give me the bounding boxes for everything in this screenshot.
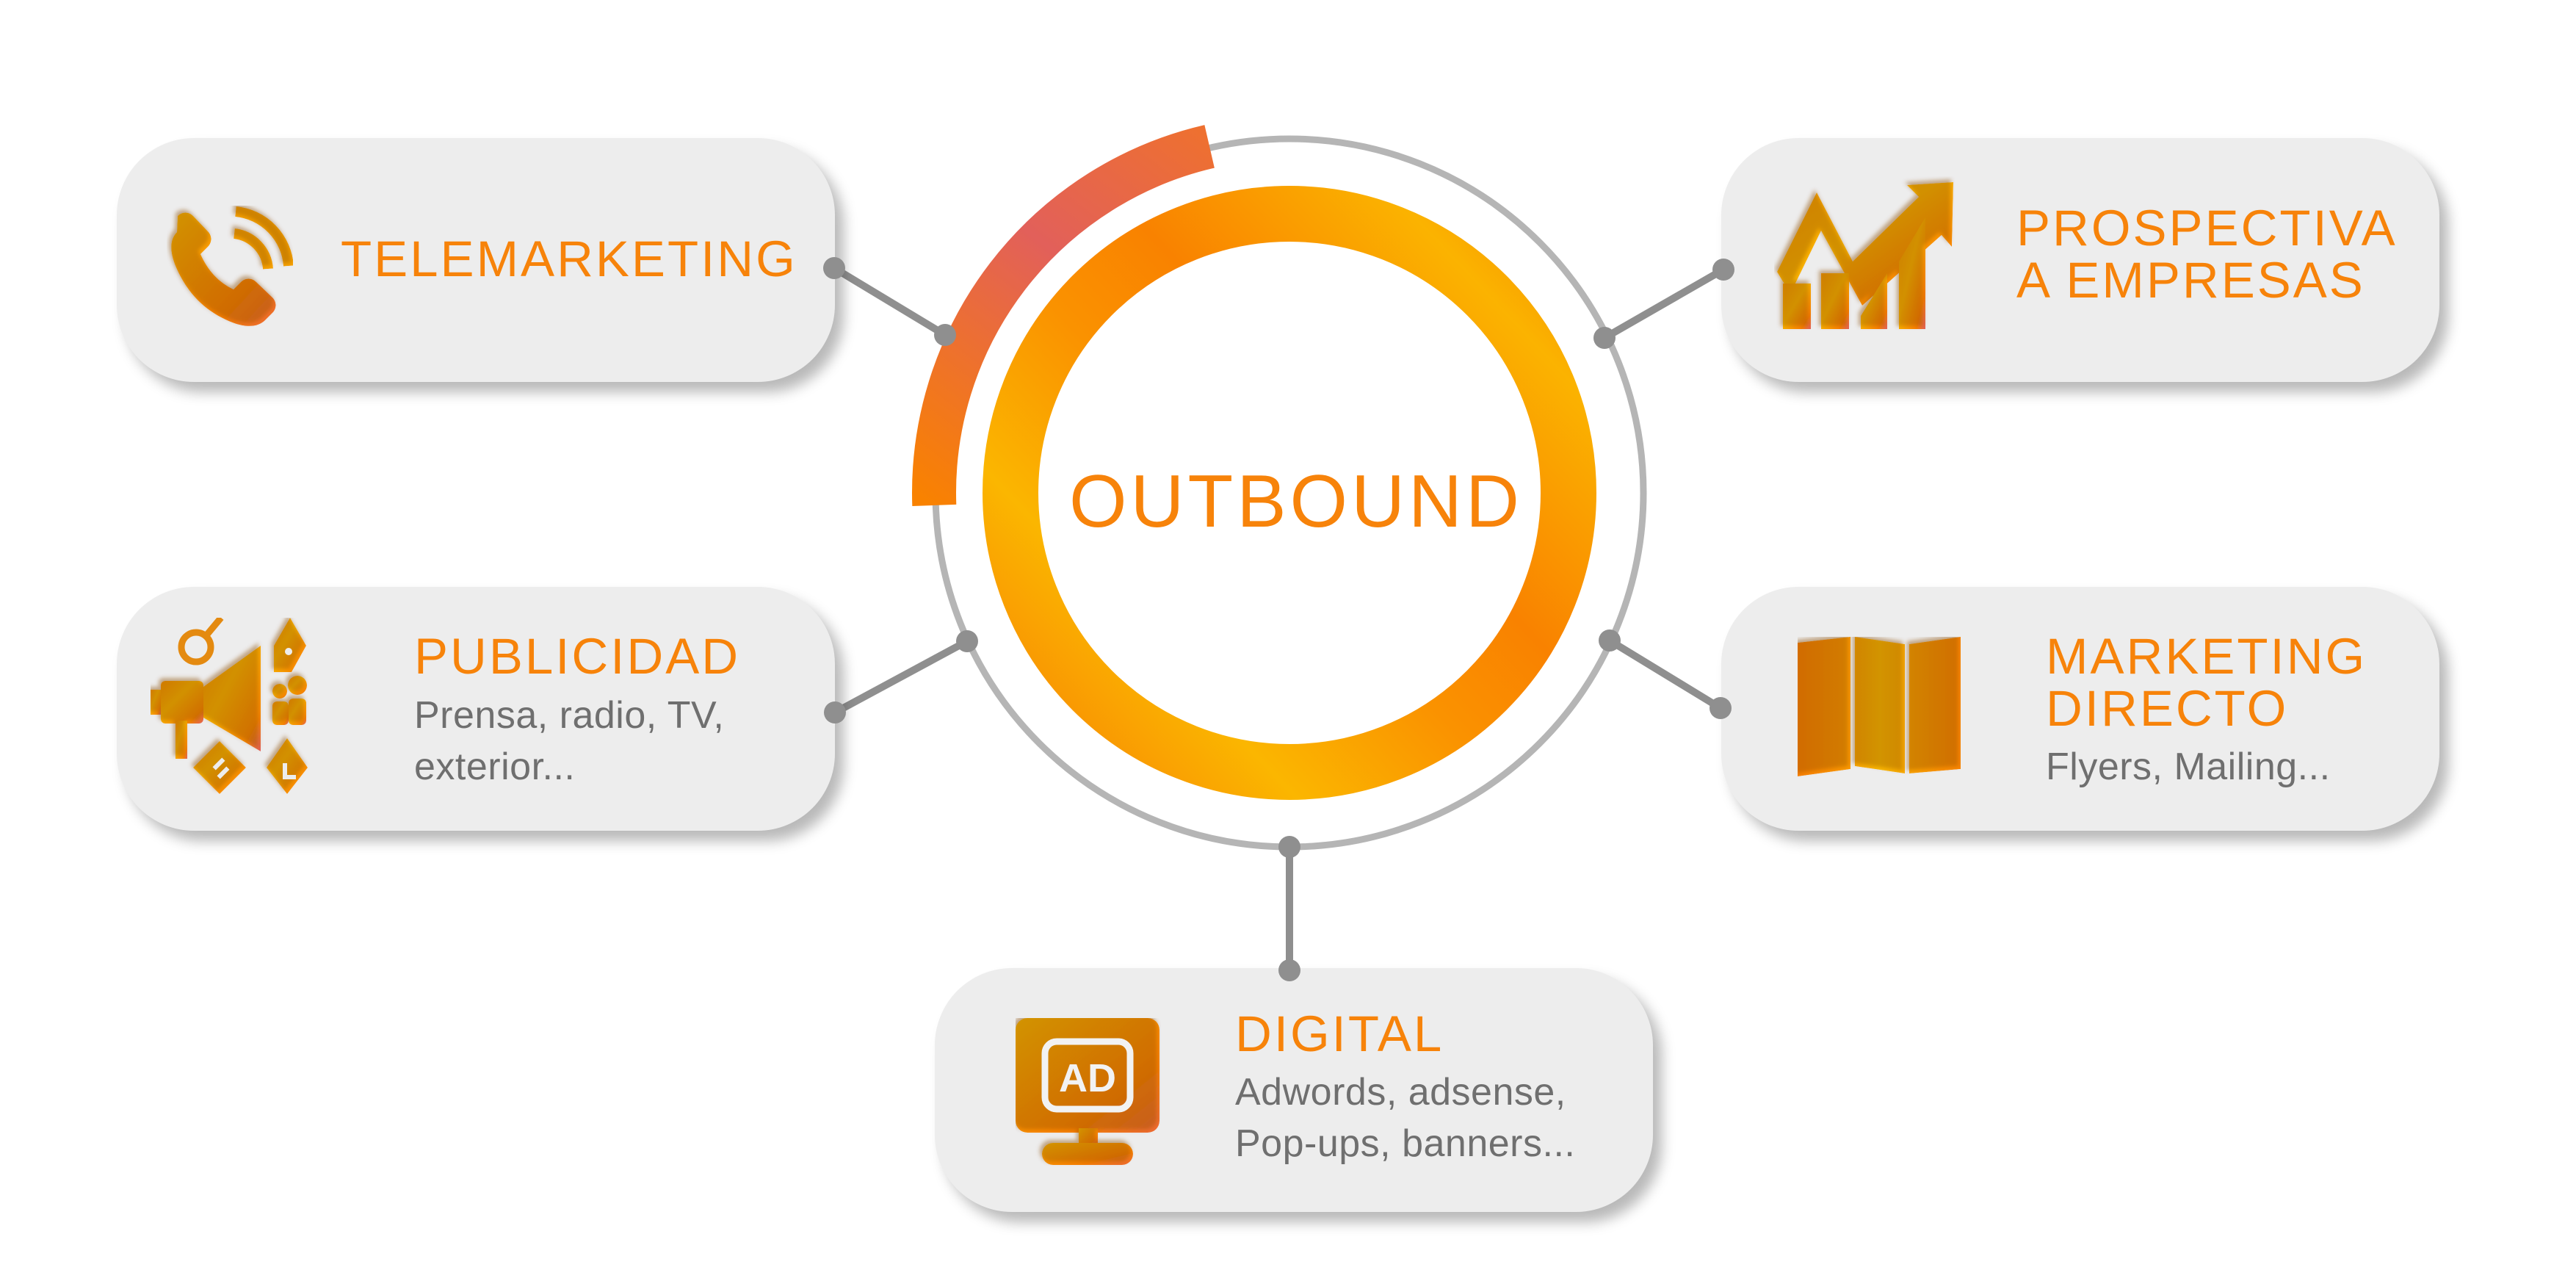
ring-dot-publicidad (956, 630, 978, 652)
channel-title-line-2: A EMPRESAS (2016, 252, 2365, 308)
connector-telemarketing (832, 264, 947, 339)
channel-card-marketing-directo[interactable]: MARKETING DIRECTO Flyers, Mailing... (1721, 587, 2439, 831)
ad-badge (1041, 1038, 1134, 1113)
phone-icon (171, 206, 293, 326)
connectors (832, 264, 1726, 970)
folded-flyer-icon (1798, 637, 1961, 776)
channel-subtitle-line-2: exterior... (414, 746, 576, 788)
ad-badge-text: AD (1059, 1056, 1116, 1100)
ring-dot-marketing-directo (1599, 629, 1621, 652)
connector-publicidad (833, 638, 969, 716)
megaphone-icon (151, 618, 308, 794)
connector-marketing-directo (1607, 637, 1723, 712)
channel-card-publicidad[interactable]: PUBLICIDAD Prensa, radio, TV, exterior..… (117, 587, 835, 831)
channel-subtitle: Flyers, Mailing... (2046, 746, 2331, 788)
channel-title-line-1: PROSPECTIVA (2016, 200, 2398, 256)
center-ring (983, 186, 1596, 800)
ring-dot-prospectiva (1593, 327, 1616, 349)
growth-chart-icon (1777, 182, 1953, 329)
channel-subtitle-line-1: Prensa, radio, TV, (414, 694, 725, 737)
connector-prospectiva (1602, 266, 1726, 342)
center-title: OUTBOUND (1069, 461, 1523, 543)
channel-card-telemarketing[interactable]: TELEMARKETING (117, 138, 835, 382)
channel-title: PUBLICIDAD (414, 628, 741, 685)
channel-title-line-2: DIRECTO (2046, 680, 2289, 737)
ring-dot-telemarketing (934, 324, 956, 346)
ad-monitor-icon: AD (1016, 1018, 1159, 1165)
channel-card-prospectiva[interactable]: PROSPECTIVA A EMPRESAS (1721, 138, 2439, 382)
channel-card-digital[interactable]: AD DIGITAL Adwords, adsense, Pop-ups, ba… (935, 968, 1653, 1212)
channel-title: DIGITAL (1235, 1006, 1444, 1062)
progress-arc (912, 125, 1215, 506)
channel-title: TELEMARKETING (341, 231, 797, 287)
channel-title-line-1: MARKETING (2046, 628, 2367, 685)
magnifier-icon (178, 618, 224, 665)
channel-subtitle-line-1: Adwords, adsense, (1235, 1071, 1566, 1114)
channel-subtitle-line-2: Pop-ups, banners... (1235, 1122, 1576, 1165)
ring-dot-digital (1278, 836, 1300, 858)
ring-dots (934, 324, 1621, 858)
